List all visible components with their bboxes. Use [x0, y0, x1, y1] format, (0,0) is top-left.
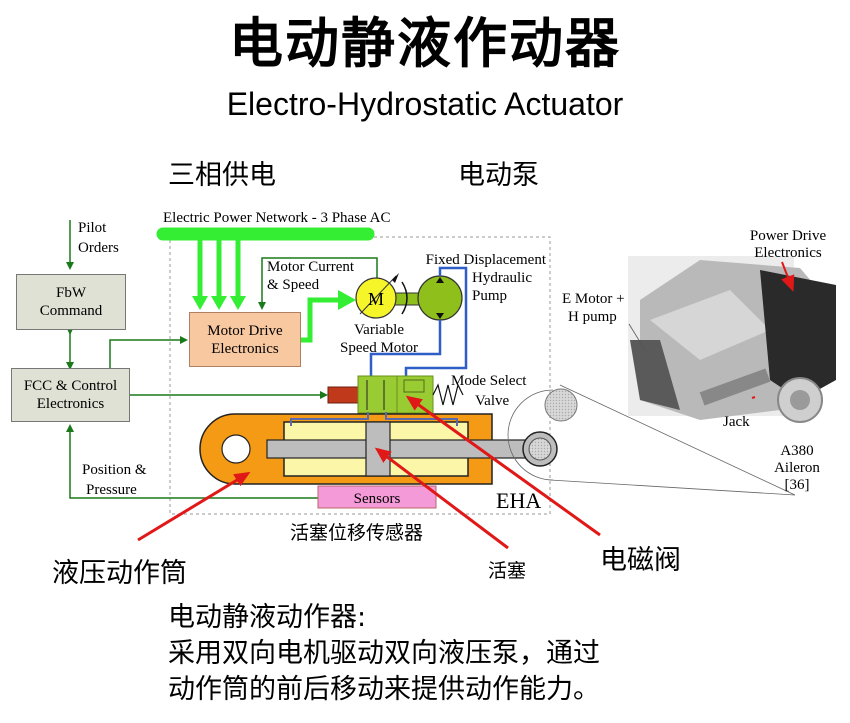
cylinder-eye: [221, 434, 251, 464]
piston-rod: [266, 439, 541, 459]
fcc-to-drive: [109, 336, 188, 368]
motor-drive-line2: Electronics: [211, 340, 279, 357]
callout-cylinder-arrow: [137, 471, 251, 542]
label-jack: Jack: [723, 414, 750, 430]
label-pump-1: Fixed Displacement: [426, 252, 547, 268]
label-caption-1: A380: [780, 443, 813, 459]
callout-piston-arrow: [374, 447, 509, 550]
description-line1: 电动静液动作器:: [168, 602, 367, 633]
motor-drive-line1: Motor Drive: [207, 322, 283, 339]
label-pilot-line2: Orders: [78, 240, 119, 256]
drive-to-motor-head: [338, 290, 356, 310]
description-line3: 动作筒的前后移动来提供动作能力。: [168, 674, 600, 705]
motor-symbol: M: [368, 289, 384, 309]
label-pde-2: Electronics: [754, 245, 822, 261]
label-sensors: Sensors: [354, 491, 401, 507]
label-pump-2: Hydraulic: [472, 270, 532, 286]
label-emotor-1: E Motor +: [562, 291, 625, 307]
description: 电动静液动作器: 采用双向电机驱动双向液压泵，通过 动作筒的前后移动来提供动作能…: [168, 600, 600, 708]
label-variable-2: Speed Motor: [340, 340, 418, 356]
label-motor-current-2: & Speed: [267, 277, 320, 293]
sensors-box: [317, 485, 437, 509]
label-pde-1: Power Drive: [750, 228, 827, 244]
sensor-feedback: [66, 424, 318, 499]
label-power-network: Electric Power Network - 3 Phase AC: [163, 210, 390, 226]
label-motor-current-1: Motor Current: [267, 259, 355, 275]
label-position-1: Position &: [82, 462, 147, 478]
label-position-2: Pressure: [86, 482, 137, 498]
fcc-line2: Electronics: [36, 396, 105, 412]
label-emotor-2: H pump: [568, 309, 617, 325]
label-eha: EHA: [496, 488, 541, 513]
hydraulic-line-b: [369, 320, 442, 384]
callout-hydraulic-cylinder: 液压动作筒: [52, 558, 187, 589]
label-valve-2: Valve: [475, 393, 509, 409]
callout-valve-arrow: [405, 395, 601, 537]
hydraulic-line-a: [404, 266, 468, 384]
callout-piston-sensor: 活塞位移传感器: [290, 522, 424, 544]
label-pump-3: Pump: [472, 288, 507, 304]
label-three-phase-power: 三相供电: [168, 160, 276, 191]
eha-enclosure: [169, 236, 551, 515]
description-line2: 采用双向电机驱动双向液压泵，通过: [168, 638, 600, 669]
fcc-line1: FCC & Control: [23, 378, 118, 394]
valve-spring: [432, 383, 464, 406]
title-english: Electro-Hydrostatic Actuator: [226, 86, 624, 122]
label-electric-pump: 电动泵: [458, 160, 539, 191]
label-caption-3: [36]: [785, 477, 810, 493]
solenoid: [327, 386, 359, 404]
eha-photo: [628, 256, 836, 423]
label-valve-1: Mode Select: [451, 373, 527, 389]
label-pilot-line1: Pilot: [78, 220, 107, 236]
fbw-line2: Command: [39, 303, 103, 319]
motor-variable-arrow: [359, 275, 397, 315]
title-chinese: 电动静液作动器: [229, 12, 621, 75]
label-variable-1: Variable: [354, 322, 404, 338]
motor-current-line: [258, 257, 378, 310]
callout-piston: 活塞: [488, 560, 527, 582]
piston: [365, 421, 391, 477]
label-caption-2: Aileron: [774, 460, 820, 476]
fbw-line1: FbW: [56, 285, 86, 301]
fbw-command-box: FbW Command: [16, 274, 126, 330]
drive-to-motor: [300, 297, 340, 343]
callout-solenoid-valve: 电磁阀: [600, 545, 681, 576]
